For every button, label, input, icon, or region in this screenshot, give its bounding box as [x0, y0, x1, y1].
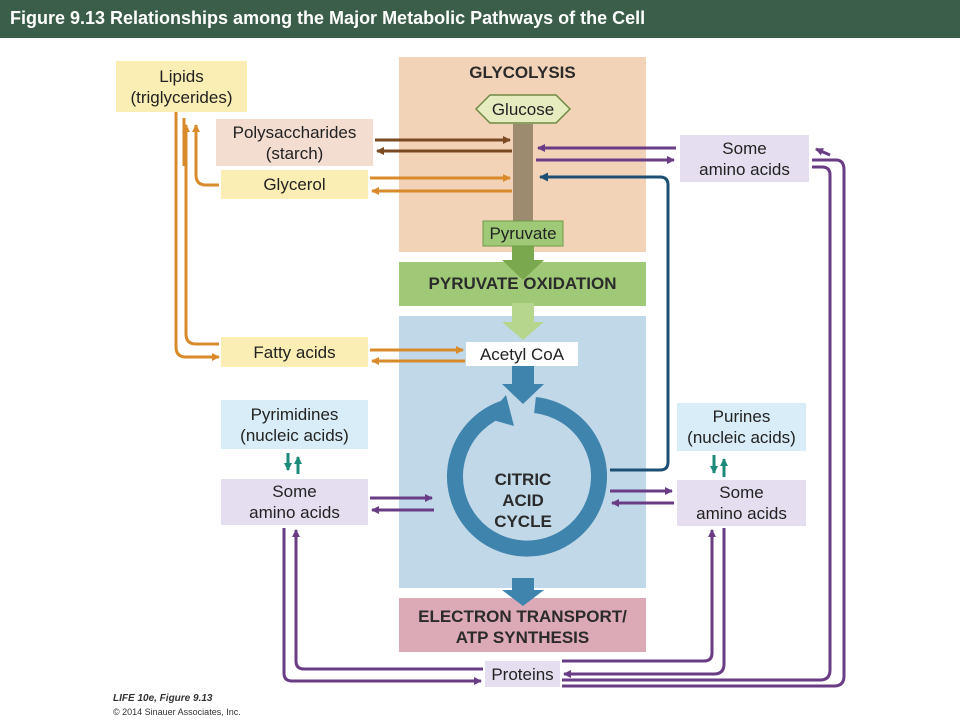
pyruvate-box [482, 220, 564, 247]
lipids-label: Lipids (triglycerides) [116, 61, 247, 112]
pyrimidines-box [221, 400, 368, 449]
glycolysis-title: GLYCOLYSIS [469, 63, 576, 82]
lipids-line-1: Lipids [159, 66, 204, 86]
some-amino-acids-right-box [677, 480, 806, 526]
amino-left-line-2: amino acids [249, 503, 340, 522]
top-amino-loop-return-arrow [562, 158, 846, 688]
polysaccharides-line-2: (starch) [265, 143, 324, 163]
pyruvate-oxidation-title: PYRUVATE OXIDATION [428, 274, 617, 293]
proteins-to-top-amino-arrow [562, 165, 832, 682]
electron-transport-down-arrow [502, 578, 544, 606]
some-amino-acids-right-label: Some amino acids [677, 480, 806, 526]
left-amino-to-proteins-arrow [282, 528, 482, 685]
top-amino-entry-arrow [815, 147, 831, 157]
electron-transport-panel [399, 598, 646, 652]
glycolysis-flow-shaft [513, 124, 533, 222]
figure-copyright: © 2014 Sinauer Associates, Inc. [113, 707, 241, 717]
pyrimidines-line-1: Pyrimidines [250, 404, 339, 424]
acetyl-coa-label: Acetyl CoA [479, 344, 565, 364]
cycle-arrowhead [486, 395, 514, 426]
cycle-entry-arrow [502, 364, 544, 404]
purines-line-1: Purines [712, 407, 771, 426]
glycerol-to-lipids-arrow [192, 124, 219, 187]
pyrimidines-line-2: (nucleic acids) [240, 425, 349, 445]
purines-label: Purines (nucleic acids) [677, 403, 806, 451]
citric-label-line-2: ACID [502, 491, 544, 510]
lipids-box [116, 61, 247, 112]
citric-acid-cycle-label: CITRIC ACID CYCLE [473, 469, 573, 532]
electron-transport-title: ELECTRON TRANSPORT/ ATP SYNTHESIS [399, 606, 646, 648]
figure-source: LIFE 10e, Figure 9.13 [113, 693, 213, 704]
glucose-hexagon [474, 94, 572, 124]
amino-top-line-2: amino acids [699, 159, 790, 179]
glycerol-box [221, 170, 368, 199]
citric-acid-cycle-loop [447, 397, 607, 557]
right-amino-to-proteins-arrow [563, 528, 726, 678]
fatty-acids-box [221, 337, 368, 367]
some-amino-acids-top-box [680, 135, 809, 182]
lipids-line-2: (triglycerides) [130, 87, 233, 107]
lipids-to-fatty-acids-arrow [174, 118, 220, 361]
fatty-acids-label: Fatty acids [253, 342, 336, 362]
purines-line-2: (nucleic acids) [687, 428, 796, 447]
polysaccharides-label: Polysaccharides (starch) [216, 119, 373, 166]
proteins-to-left-amino-arrow [292, 529, 483, 671]
amino-top-line-1: Some [722, 138, 767, 158]
citric-label-line-3: CYCLE [494, 512, 552, 531]
some-amino-acids-top-label: Some amino acids [680, 135, 809, 182]
acetyl-coa-box [466, 342, 578, 366]
electron-transport-line-1: ELECTRON TRANSPORT/ [418, 607, 627, 626]
proteins-to-right-amino-arrow [562, 529, 716, 663]
acetyl-coa-down-arrow [502, 303, 544, 340]
some-amino-acids-left-label: Some amino acids [221, 479, 368, 525]
electron-transport-line-2: ATP SYNTHESIS [455, 628, 590, 647]
amino-left-line-1: Some [272, 482, 317, 501]
fatty-acids-to-lipids-arrow [182, 124, 219, 346]
pyruvate-label: Pyruvate [489, 224, 557, 243]
some-amino-acids-left-box [221, 479, 368, 525]
purines-box [677, 403, 806, 451]
pyrimidines-label: Pyrimidines (nucleic acids) [221, 400, 368, 449]
proteins-box [485, 661, 560, 687]
amino-right-line-1: Some [719, 483, 764, 502]
figure-title: Figure 9.13 Relationships among the Majo… [10, 8, 646, 28]
amino-right-line-2: amino acids [696, 504, 787, 523]
citric-label-line-1: CITRIC [494, 470, 552, 489]
proteins-label: Proteins [491, 664, 554, 684]
glycerol-label: Glycerol [263, 175, 326, 194]
citric-to-glycolysis-arrow [539, 172, 670, 472]
header-bar: Figure 9.13 Relationships among the Majo… [0, 0, 960, 38]
glucose-label: Glucose [491, 99, 555, 119]
pyruvate-down-arrow [502, 246, 544, 280]
polysaccharides-line-1: Polysaccharides [232, 122, 357, 142]
polysaccharides-box [216, 119, 373, 166]
